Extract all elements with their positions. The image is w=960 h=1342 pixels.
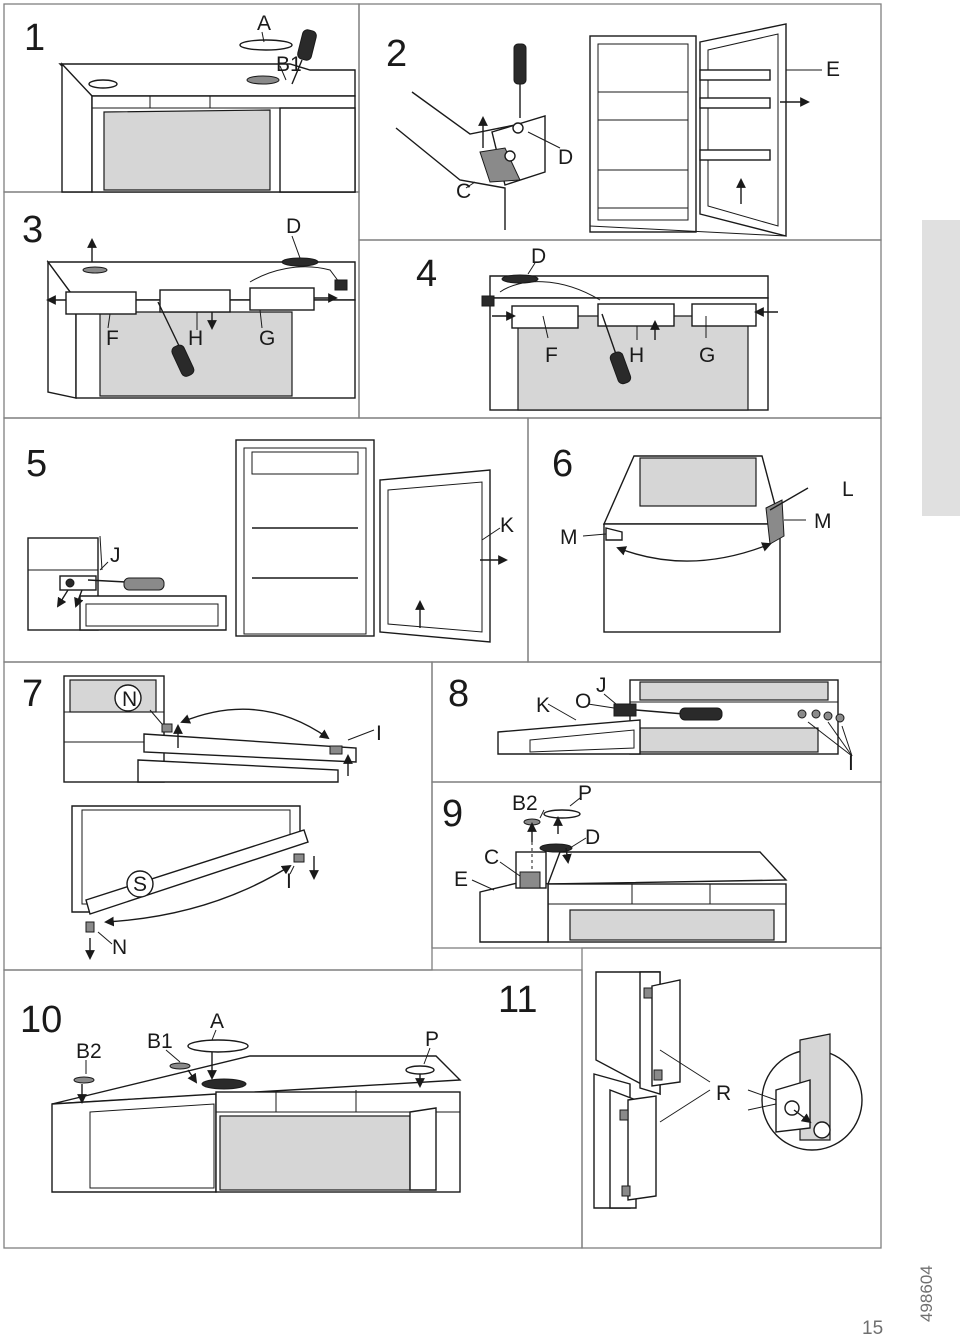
label-h: H (188, 327, 203, 350)
label-i-lower: I (286, 870, 292, 893)
label-b1: B1 (147, 1030, 173, 1053)
label-n-upper: N (122, 688, 137, 711)
document-code: 498604 (917, 1265, 936, 1322)
label-o: O (575, 690, 591, 713)
page-number: 15 (862, 1318, 883, 1339)
label-i: I (848, 752, 854, 775)
label-e: E (826, 58, 840, 81)
panel-frames (3, 3, 882, 1249)
label-c: C (456, 180, 471, 203)
step-number: 3 (22, 209, 43, 251)
panel-8: 8 K O J I (448, 673, 854, 775)
label-d: D (558, 146, 573, 169)
label-f: F (106, 327, 119, 350)
side-tab (922, 220, 960, 516)
label-l: L (842, 478, 854, 501)
panel-2: 2 C D E (386, 23, 840, 237)
label-n-lower: N (112, 936, 127, 959)
step-number: 7 (22, 673, 43, 715)
step-number: 4 (416, 253, 437, 295)
panel-4: 4 D F H G (416, 245, 778, 411)
step-number: 9 (442, 793, 463, 835)
label-r: R (716, 1082, 731, 1105)
label-j: J (110, 544, 121, 567)
label-g: G (699, 344, 715, 367)
label-c: C (484, 846, 499, 869)
label-b2: B2 (512, 792, 538, 815)
label-g: G (259, 327, 275, 350)
step-number: 10 (20, 999, 62, 1041)
label-s: S (133, 873, 147, 896)
panel-11: 11 R (498, 971, 863, 1209)
panel-5: 5 J K (26, 439, 514, 643)
label-p: P (425, 1028, 439, 1051)
label-a: A (257, 12, 271, 35)
panel-9: 9 B2 P D C E (442, 782, 788, 943)
label-a: A (210, 1010, 224, 1033)
label-d: D (585, 826, 600, 849)
label-h: H (629, 344, 644, 367)
panel-1: 1 A B1 (24, 12, 356, 193)
step-number: 8 (448, 673, 469, 715)
panel-3: 3 D F H G (22, 209, 356, 399)
step-number: 11 (498, 979, 537, 1021)
label-j: J (596, 674, 607, 697)
panel-6: 6 M L M (552, 443, 854, 633)
step-number: 1 (24, 17, 45, 59)
label-f: F (545, 344, 558, 367)
label-i-upper: I (376, 722, 382, 745)
label-k: K (536, 694, 550, 717)
step-number: 2 (386, 33, 407, 75)
label-k: K (500, 514, 514, 537)
label-b2: B2 (76, 1040, 102, 1063)
label-d: D (531, 245, 546, 268)
label-b1: B1 (276, 53, 302, 76)
label-e: E (454, 868, 468, 891)
panel-7: 7 N I S I N (22, 673, 382, 960)
panel-10: 10 B2 B1 A P (20, 999, 462, 1193)
label-m-right: M (814, 510, 832, 533)
step-number: 6 (552, 443, 573, 485)
step-number: 5 (26, 443, 47, 485)
label-p: P (578, 782, 592, 805)
label-m-left: M (560, 526, 578, 549)
label-d: D (286, 215, 301, 238)
